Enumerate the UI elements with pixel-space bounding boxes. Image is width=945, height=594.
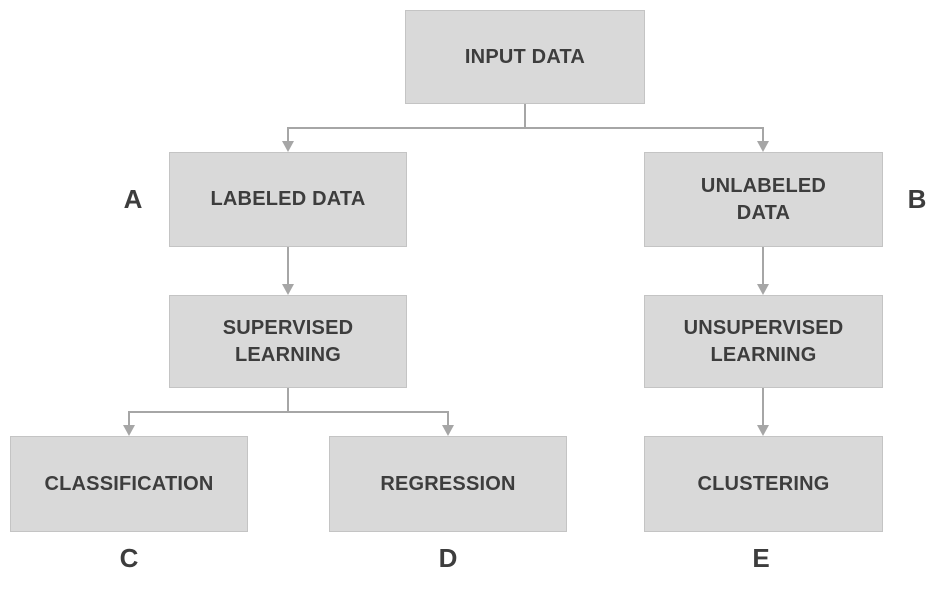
unsupervised-learning-label: UNSUPERVISED LEARNING [683, 316, 844, 366]
supervised-learning-label: SUPERVISED LEARNING [222, 316, 354, 366]
arrowhead-regression [442, 425, 454, 436]
marker-e: E [752, 543, 770, 573]
classification-label: CLASSIFICATION [44, 472, 214, 495]
labeled-data-label: LABELED DATA [210, 188, 366, 210]
regression-label: REGRESSION [380, 472, 516, 495]
arrowhead-supervised [282, 284, 294, 295]
supervised-learning-box: SUPERVISED LEARNING [169, 295, 407, 388]
arrowhead-classification [123, 425, 135, 436]
labeled-data-box: LABELED DATA [169, 152, 407, 247]
unlabeled-data-label: UNLABELED DATA [700, 174, 827, 224]
marker-b: B [907, 184, 927, 214]
marker-a: A [123, 184, 143, 214]
regression-box: REGRESSION [329, 436, 567, 532]
clustering-label: CLUSTERING [697, 472, 830, 495]
arrowhead-clustering [757, 425, 769, 436]
arrowhead-labeled [282, 141, 294, 152]
connector-supervised-classification [128, 388, 289, 427]
arrowhead-unsupervised [757, 284, 769, 295]
connector-input-split [287, 104, 526, 142]
marker-d: D [438, 543, 458, 573]
classification-box: CLASSIFICATION [10, 436, 248, 532]
clustering-box: CLUSTERING [644, 436, 883, 532]
arrowhead-unlabeled [757, 141, 769, 152]
unlabeled-data-box: UNLABELED DATA [644, 152, 883, 247]
marker-c: C [119, 543, 139, 573]
unsupervised-learning-box: UNSUPERVISED LEARNING [644, 295, 883, 388]
connector-input-unlabeled [525, 127, 764, 142]
connector-supervised-regression [288, 411, 449, 427]
input-data-label: INPUT DATA [464, 45, 586, 68]
input-data-box: INPUT DATA [405, 10, 645, 104]
